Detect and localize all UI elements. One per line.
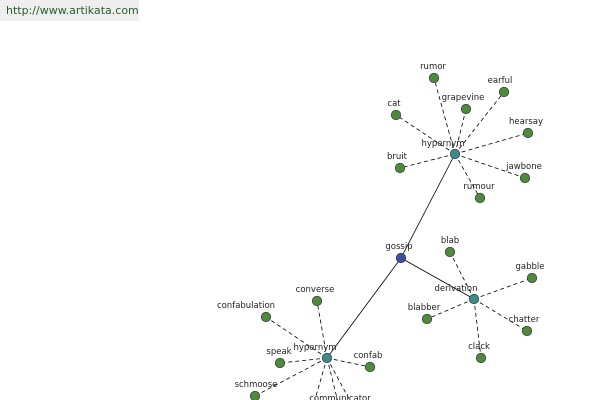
edge-hub2-leaf [426, 298, 475, 320]
edge-hub1-leaf [454, 132, 529, 155]
site-url-link[interactable]: http://www.artikata.com [6, 4, 139, 17]
word-label-rumor: rumor [420, 62, 446, 72]
edge-root-hub1 [400, 153, 456, 259]
edge-hub3-leaf [326, 357, 338, 400]
word-node-grapevine[interactable] [460, 103, 472, 115]
edge-hub2-leaf [473, 298, 482, 359]
edge-hub3-leaf [316, 300, 328, 359]
word-node-speak[interactable] [274, 357, 286, 369]
word-label-communicator: communicator [309, 394, 371, 400]
word-label-blab: blab [441, 236, 459, 246]
word-label-grapevine: grapevine [442, 93, 485, 103]
word-node-cat[interactable] [390, 109, 402, 121]
edge-hub1-leaf [433, 77, 456, 155]
edge-hub2-leaf [449, 251, 475, 300]
edge-hub3-leaf [254, 357, 328, 397]
word-label-converse: converse [296, 285, 335, 295]
edge-hub1-leaf [454, 153, 481, 199]
word-node-bruit[interactable] [394, 162, 406, 174]
word-label-cat: cat [387, 99, 401, 109]
edge-hub3-leaf [326, 357, 371, 368]
edge-hub2-leaf [473, 298, 528, 332]
word-node-hearsay[interactable] [522, 127, 534, 139]
word-label-confab: confab [354, 351, 383, 361]
edge-hub3-leaf [279, 357, 328, 364]
root-node-gossip[interactable] [395, 252, 407, 264]
edge-hub1-leaf [399, 153, 456, 169]
word-label-blabber: blabber [408, 303, 441, 313]
word-label-bruit: bruit [387, 152, 408, 162]
word-label-chatter: chatter [509, 315, 540, 325]
relation-label-hypernym: hypernym [421, 139, 464, 149]
word-label-speak: speak [266, 347, 291, 357]
word-node-earful[interactable] [498, 86, 510, 98]
word-node-jawbone[interactable] [519, 172, 531, 184]
word-node-blab[interactable] [444, 246, 456, 258]
word-node-gabble[interactable] [526, 272, 538, 284]
word-node-chatter[interactable] [521, 325, 533, 337]
word-label-clack: clack [468, 342, 490, 352]
word-node-rumour[interactable] [474, 192, 486, 204]
word-node-rumor[interactable] [428, 72, 440, 84]
word-label-confabulation: confabulation [217, 301, 275, 311]
word-label-earful: earful [488, 76, 513, 86]
graph-edges [254, 77, 533, 400]
edge-hub1-leaf [454, 108, 467, 155]
word-label-schmoose: schmoose [235, 380, 278, 390]
root-label-gossip: gossip [385, 242, 412, 252]
url-bar: http://www.artikata.com [0, 0, 139, 21]
edge-hub1-leaf [454, 153, 526, 179]
relation-node-hypernym[interactable] [449, 148, 461, 160]
edge-hub3-leaf [314, 357, 328, 400]
word-label-jawbone: jawbone [505, 162, 542, 172]
relation-label-hypernym: hypernym [293, 343, 336, 353]
word-node-blabber[interactable] [421, 313, 433, 325]
word-node-confabulation[interactable] [260, 311, 272, 323]
word-node-clack[interactable] [475, 352, 487, 364]
edge-root-hub2 [400, 257, 475, 300]
relation-label-derivation: derivation [434, 284, 477, 294]
edge-hub1-leaf [454, 91, 505, 155]
edge-hub1-leaf [395, 114, 456, 155]
word-label-hearsay: hearsay [509, 117, 543, 127]
word-label-gabble: gabble [516, 262, 545, 272]
graph-nodes [249, 72, 538, 400]
word-node-confab[interactable] [364, 361, 376, 373]
edge-hub3-leaf [265, 316, 328, 359]
edge-hub3-leaf [326, 357, 351, 400]
edge-hub2-leaf [473, 277, 533, 300]
relation-node-derivation[interactable] [468, 293, 480, 305]
edge-root-hub3 [326, 257, 402, 359]
word-label-rumour: rumour [463, 182, 495, 192]
word-node-converse[interactable] [311, 295, 323, 307]
relation-node-hypernym[interactable] [321, 352, 333, 364]
word-node-schmoose[interactable] [249, 390, 261, 400]
